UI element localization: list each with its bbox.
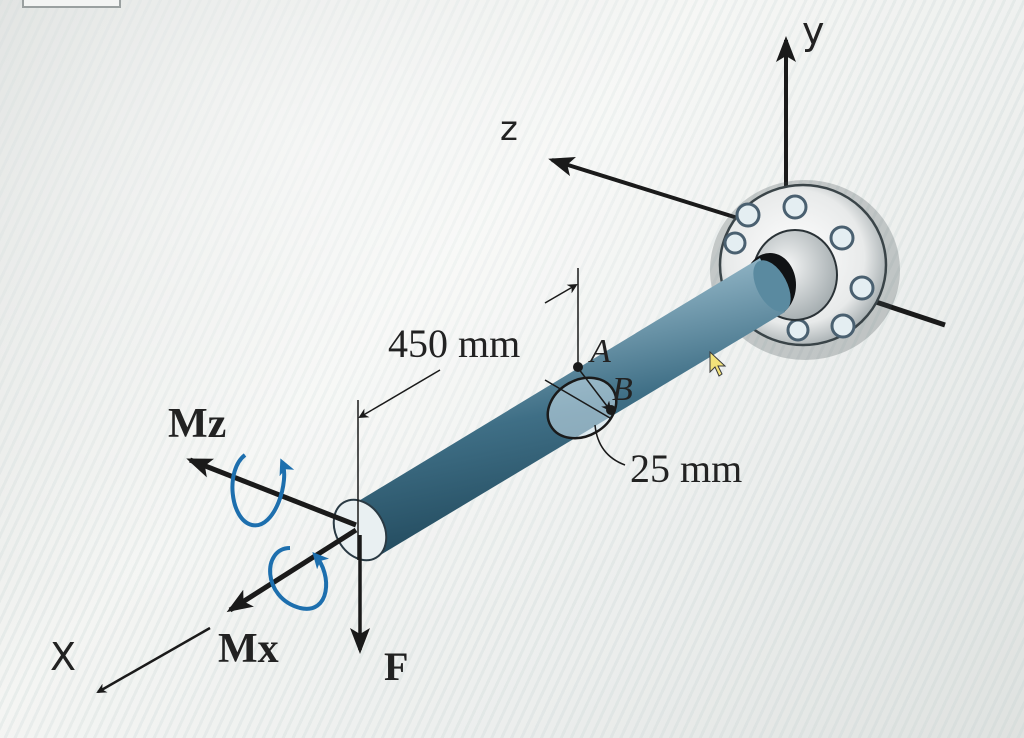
dimension-line-left (371, 369, 441, 411)
window-edge (22, 0, 121, 8)
dimension-length-label: 450 mm (388, 321, 520, 366)
mouse-pointer-icon (709, 350, 727, 377)
force-label: F (384, 644, 408, 689)
radius-leader (594, 424, 626, 466)
point-b-marker (606, 405, 616, 415)
mz-axis-arrow (186, 457, 357, 528)
moment-x-label: Mx (218, 626, 279, 672)
x-axis-arrow (96, 626, 211, 694)
point-a-label: A (588, 333, 611, 370)
point-b-label: B (612, 371, 633, 408)
y-axis-label: y (802, 9, 825, 53)
x-axis-line-back (869, 297, 946, 328)
z-axis-label: z (500, 109, 518, 149)
moment-z-label: Mz (168, 401, 226, 447)
mx-axis-arrow (226, 527, 358, 613)
z-axis-arrow (548, 157, 761, 227)
x-axis-label: X (50, 635, 76, 679)
dimension-line-right (544, 283, 578, 304)
mx-moment-curl-icon (268, 546, 329, 611)
mz-moment-curl-icon (230, 453, 295, 528)
dimension-radius-label: 25 mm (630, 446, 742, 491)
bolt-icons (723, 194, 875, 342)
point-a-marker (573, 362, 583, 372)
